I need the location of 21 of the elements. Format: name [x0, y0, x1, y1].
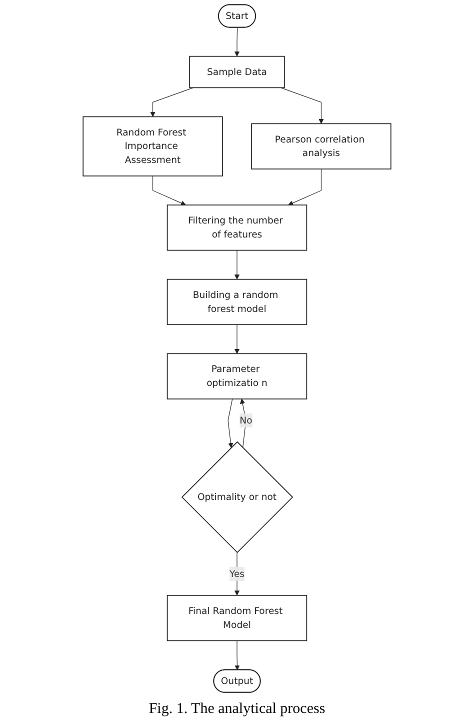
arrow [234, 27, 240, 57]
arrow [150, 87, 194, 117]
arrow [234, 552, 240, 596]
node-box: Parameter optimizatio n [166, 353, 308, 400]
node-box: Pearson correlation analysis [251, 123, 392, 170]
node-box: Random Forest Importance Assessment [82, 116, 223, 176]
arrow [234, 250, 240, 280]
arrow [234, 640, 240, 670]
arrow [288, 168, 322, 206]
node-box: Final Random Forest Model [166, 594, 308, 642]
node-box: Building a random forest model [166, 278, 308, 326]
arrow [280, 87, 324, 124]
arrow [234, 324, 240, 354]
edge-label: Yes [230, 568, 244, 580]
node-box: Filtering the number of features [166, 204, 308, 251]
arrow [228, 398, 234, 448]
node-box: Sample Data [189, 56, 285, 88]
arrow [152, 176, 186, 206]
edge-label: No [240, 414, 252, 426]
node-diamond: Optimality or not [181, 441, 294, 554]
figure-caption: Fig. 1. The analytical process [148, 700, 326, 719]
